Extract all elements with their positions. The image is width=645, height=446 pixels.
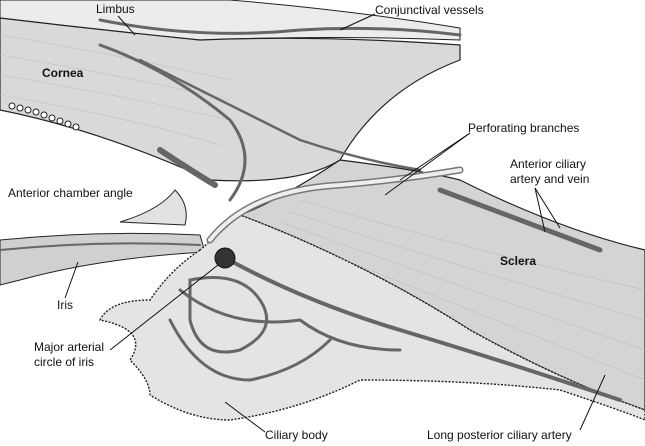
label-ciliary-body: Ciliary body: [265, 428, 328, 442]
label-anterior-ciliary-2: artery and vein: [510, 172, 590, 186]
ciliary-body: [98, 214, 645, 421]
label-cornea: Cornea: [42, 66, 84, 80]
major-arterial-circle: [214, 247, 236, 269]
label-limbus: Limbus: [96, 2, 135, 16]
vessels: [0, 18, 622, 402]
leader-lines: [64, 13, 606, 433]
cornea-texture: [0, 34, 231, 146]
cornea-band: [0, 17, 461, 182]
label-sclera: Sclera: [500, 254, 537, 268]
endothelium-beads: [8, 102, 80, 131]
chamber-angle: [119, 189, 187, 226]
sclera-texture: [269, 199, 645, 381]
label-long-posterior-ciliary-artery: Long posterior ciliary artery: [427, 428, 572, 442]
label-iris: Iris: [57, 298, 73, 312]
label-anterior-chamber-angle: Anterior chamber angle: [8, 186, 133, 200]
label-perforating-branches: Perforating branches: [468, 121, 580, 135]
label-conjunctival-vessels: Conjunctival vessels: [375, 3, 484, 17]
label-major-arterial-2: circle of iris: [34, 355, 95, 369]
label-major-arterial-1: Major arterial: [34, 340, 105, 354]
label-anterior-ciliary-1: Anterior ciliary: [510, 157, 587, 171]
